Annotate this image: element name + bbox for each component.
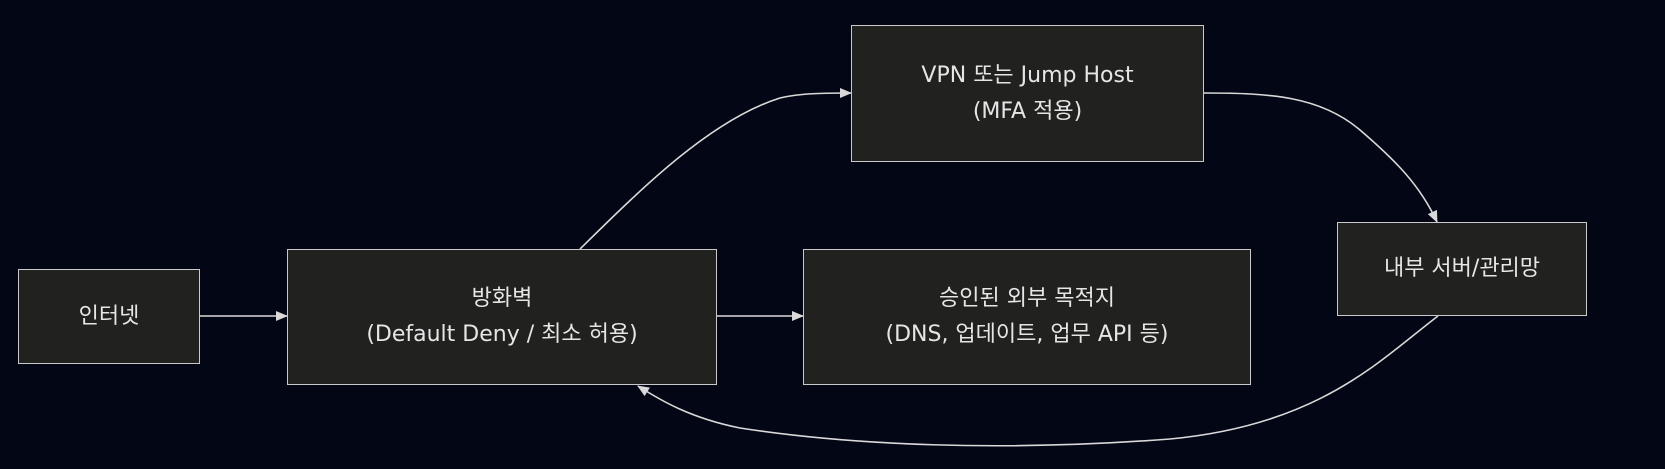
node-external-title: 승인된 외부 목적지 <box>939 286 1115 311</box>
node-internal-label: 내부 서버/관리망 <box>1383 256 1541 281</box>
node-firewall: 방화벽 (Default Deny / 최소 허용) <box>287 249 717 385</box>
node-vpn-title: VPN 또는 Jump Host <box>921 62 1134 88</box>
node-internal: 내부 서버/관리망 <box>1337 222 1587 316</box>
edge-internal-to-firewall <box>637 315 1439 447</box>
node-internet-label: 인터넷 <box>78 303 140 329</box>
node-vpn-detail: (MFA 적용) <box>972 98 1083 124</box>
node-external-detail: (DNS, 업데이트, 업무 API 등) <box>885 322 1169 347</box>
node-external: 승인된 외부 목적지 (DNS, 업데이트, 업무 API 등) <box>803 249 1251 385</box>
node-internet: 인터넷 <box>18 269 200 364</box>
edge-vpn-to-internal <box>1203 92 1438 223</box>
node-firewall-detail: (Default Deny / 최소 허용) <box>366 322 638 347</box>
node-firewall-title: 방화벽 <box>471 286 533 311</box>
edge-firewall-to-vpn <box>579 88 852 250</box>
node-vpn: VPN 또는 Jump Host (MFA 적용) <box>851 25 1204 162</box>
